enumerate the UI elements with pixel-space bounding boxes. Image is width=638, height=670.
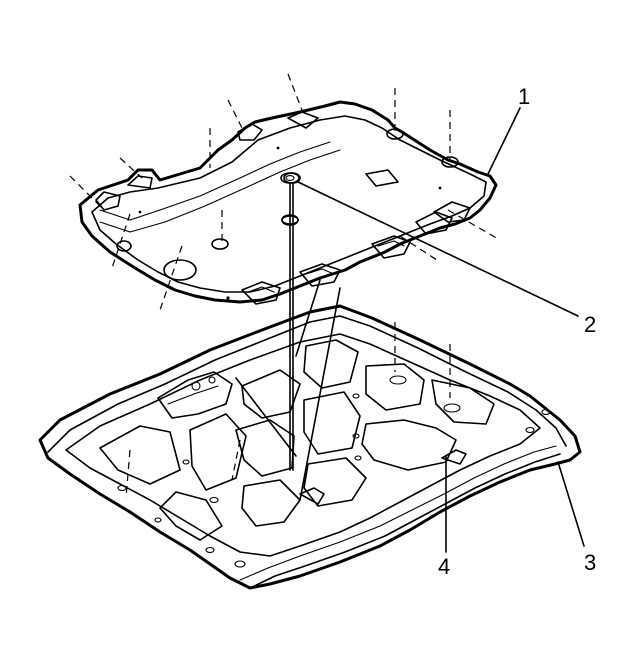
leader-line-3 xyxy=(557,461,585,547)
hood-latch-bracket xyxy=(157,371,233,419)
hood-front-flange xyxy=(249,453,561,589)
callout-2: 2 xyxy=(584,312,596,337)
leader-line-1 xyxy=(487,107,521,175)
callout-4: 4 xyxy=(438,554,450,579)
callout-1: 1 xyxy=(518,84,530,109)
insulator-clip-pockets xyxy=(241,201,471,305)
leader-lines xyxy=(297,107,585,553)
hood-assembly xyxy=(38,304,582,590)
hood-insulator-pad xyxy=(78,100,498,305)
insulator-pad-inner-edge xyxy=(91,115,487,293)
hood-small-holes xyxy=(117,375,551,568)
hood-clip-brackets xyxy=(299,449,467,505)
insulator-label-patch xyxy=(365,169,399,187)
hood-insulator-retainer xyxy=(280,172,300,471)
hood-lip xyxy=(47,315,567,453)
leader-line-2 xyxy=(297,181,579,317)
alignment-center-lines xyxy=(69,73,501,499)
hood-inner-panel xyxy=(65,333,541,557)
insulator-holes xyxy=(116,128,459,281)
insulator-pad-front-band xyxy=(99,141,341,233)
insulator-dots xyxy=(138,146,442,300)
callout-3: 3 xyxy=(584,550,596,575)
hood-outer-edge xyxy=(38,304,582,590)
insulator-rear-notches xyxy=(95,111,319,211)
insulator-pad-outline xyxy=(78,100,498,304)
